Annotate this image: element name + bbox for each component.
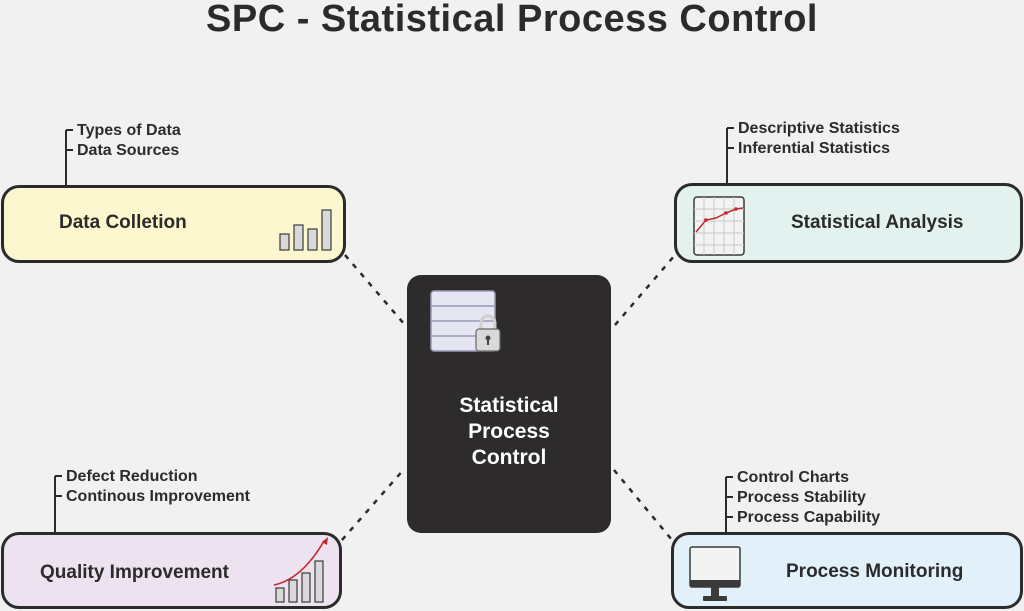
bullet-item: Continous Improvement (66, 488, 251, 505)
data-collection-label: Data Colletion (59, 212, 187, 233)
bullet-item: Descriptive Statistics (738, 120, 900, 137)
quality-improvement-box: Quality Improvement (1, 532, 342, 609)
quality-improvement-label: Quality Improvement (40, 562, 229, 583)
bar-chart-icon (279, 209, 332, 251)
bullet-item: Types of Data (77, 122, 181, 139)
center-label-line: Statistical (459, 394, 559, 417)
connector-data-collection (344, 254, 406, 326)
bullet-item: Inferential Statistics (738, 140, 891, 157)
center-label-line: Control (471, 446, 547, 469)
process-monitoring-label: Process Monitoring (786, 561, 964, 582)
line-graph-icon (693, 196, 745, 256)
statistical-analysis-box: Statistical Analysis (674, 183, 1023, 263)
center-label-line: Process (468, 420, 550, 443)
quality-improvement-items: Defect Reduction Continous Improvement (66, 467, 250, 507)
connector-statistical-analysis (614, 254, 676, 326)
connector-process-monitoring (613, 469, 673, 541)
data-collection-box: Data Colletion (1, 185, 346, 263)
bullet-item: Process Capability (737, 509, 881, 526)
process-monitoring-items: Control Charts Process Stability Process… (737, 468, 880, 528)
bullet-item: Control Charts (737, 469, 849, 486)
center-node: Statistical Process Control (407, 275, 611, 533)
process-monitoring-box: Process Monitoring (671, 532, 1023, 609)
statistical-analysis-items: Descriptive Statistics Inferential Stati… (738, 119, 900, 159)
bullet-item: Data Sources (77, 142, 180, 159)
bullet-item: Process Stability (737, 489, 866, 506)
center-label: Statistical Process Control (407, 393, 611, 471)
diagram-title: SPC - Statistical Process Control (206, 0, 818, 40)
growth-chart-icon (273, 537, 328, 603)
data-collection-items: Types of Data Data Sources (77, 121, 181, 161)
monitor-icon (689, 546, 741, 601)
statistical-analysis-label: Statistical Analysis (791, 212, 964, 233)
database-lock-icon (430, 290, 501, 352)
connector-quality-improvement (341, 467, 406, 541)
bullet-item: Defect Reduction (66, 468, 198, 485)
